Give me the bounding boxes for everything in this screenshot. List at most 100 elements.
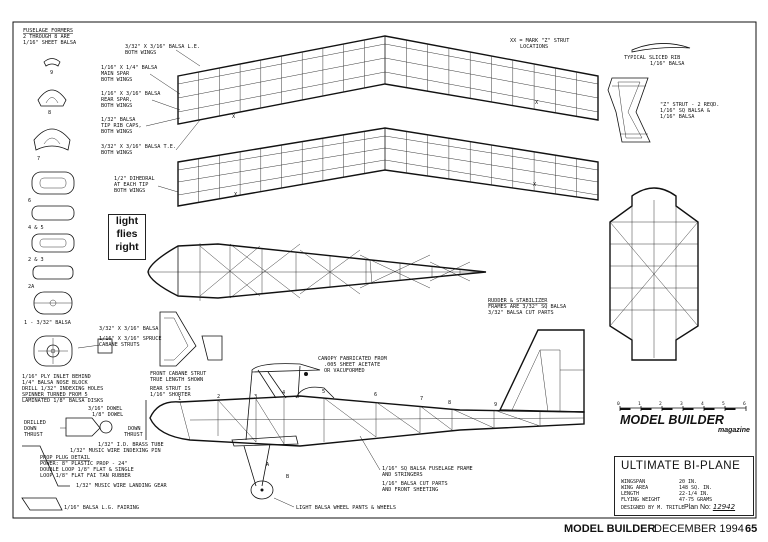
side-fuselage-diagonal xyxy=(255,398,285,445)
scale-ticks xyxy=(619,406,747,411)
former-9-shape xyxy=(43,58,61,67)
side-upper-wing xyxy=(251,363,321,373)
light-flies-right-stamp: light flies right xyxy=(108,214,146,260)
label-formers-material: 1/16" SHEET BALSA xyxy=(23,40,77,46)
side-fuselage-longeron xyxy=(189,417,585,421)
title-block: ULTIMATE BI-PLANE WINGSPAN 20 IN. WING A… xyxy=(614,456,754,516)
label-strut-locations-2: LOCATIONS xyxy=(520,44,548,50)
label-sliced-rib-2: 1/16" BALSA xyxy=(650,61,685,67)
sliced-rib-shape xyxy=(631,43,691,53)
label-spinner-2: LAMINATED 1/8" BALSA DISKS xyxy=(22,398,103,404)
former-2a-number: 2A xyxy=(28,284,35,290)
leader-le xyxy=(175,49,201,67)
label-dihedral: 1/2" DIHEDRAL xyxy=(114,176,155,182)
plan-number-label: Plan No: xyxy=(684,504,711,511)
label-le: 3/32" X 3/16" BALSA L.E. xyxy=(125,44,200,50)
wheel-label-a: A xyxy=(266,462,270,468)
label-dowel-1: 3/16" DOWEL xyxy=(88,406,122,412)
label-z-strut-3: 1/16" BALSA xyxy=(660,114,695,120)
label-cut-parts-2: AND FRONT SHEETING xyxy=(382,487,438,493)
station-4: 4 xyxy=(282,390,285,396)
designer-credit: DESIGNED BY M. TRITLE xyxy=(621,505,685,511)
scale-block xyxy=(641,408,652,410)
side-landing-gear xyxy=(243,443,271,487)
footer-magazine: MODEL BUILDER xyxy=(564,523,656,535)
nose-block-side xyxy=(97,338,113,354)
landing-gear-wire xyxy=(22,445,70,487)
spec-value-flying-weight: 47-75 GRAMS xyxy=(679,497,713,503)
bottom-wing: X X xyxy=(177,127,599,207)
leader-nose xyxy=(77,344,101,349)
label-drilled: DRILLED xyxy=(24,420,46,426)
fuselage-top-cockpit xyxy=(369,259,373,285)
label-fuselage-frame-2: AND STRINGERS xyxy=(382,472,423,478)
scale-label-3: 3 xyxy=(680,401,683,407)
top-wing-rear-spar xyxy=(177,71,599,113)
former-2a-shape xyxy=(32,265,74,280)
fuselage-top-frames xyxy=(199,243,471,301)
former-8-number: 8 xyxy=(48,110,51,116)
former-6-number: 6 xyxy=(28,198,31,204)
label-prop-detail: PROP PLUG DETAIL xyxy=(40,455,90,461)
label-te: 3/32" X 3/16" BALSA T.E. xyxy=(101,144,176,150)
former-7-number: 7 xyxy=(37,156,40,162)
station-5: 5 xyxy=(322,389,325,395)
sliced-rib-and-strut: TYPICAL SLICED RIB 1/16" BALSA "Z" STRUT… xyxy=(607,43,719,143)
stamp-line-2: flies xyxy=(116,228,138,240)
cabane-rear xyxy=(201,335,223,361)
leader-rear-spar xyxy=(151,99,181,111)
top-wing-x-mark: X xyxy=(232,114,236,120)
scale-bar: 0 1 2 3 4 5 6 xyxy=(617,401,747,411)
station-6: 6 xyxy=(374,392,377,398)
label-main-spar-3: BOTH WINGS xyxy=(101,77,132,83)
label-canopy-3: OR VACUFORMED xyxy=(324,368,365,374)
cabane-front-inner xyxy=(164,317,189,361)
bottom-wing-x-mark-2: X xyxy=(533,182,537,188)
biplane-side-view: 1 2 3 4 5 6 7 8 9 A B xyxy=(145,329,585,500)
scale-label-1: 1 xyxy=(638,401,641,407)
model-builder-logo-sub: magazine xyxy=(718,427,750,434)
plan-title: ULTIMATE BI-PLANE xyxy=(621,460,741,472)
scale-block xyxy=(704,408,715,410)
scale-block xyxy=(725,408,736,410)
station-2: 2 xyxy=(217,394,220,400)
prop-plug-shape xyxy=(65,417,101,437)
label-dihedral-3: BOTH WINGS xyxy=(114,188,145,194)
bottom-wing-x-mark: X xyxy=(234,192,238,198)
station-3: 3 xyxy=(254,394,257,400)
nose-block-shape xyxy=(33,335,73,367)
former-8-cutout xyxy=(45,97,59,104)
scale-label-2: 2 xyxy=(659,401,662,407)
stabilizer-grid xyxy=(609,200,699,358)
scale-label-0: 0 xyxy=(617,401,620,407)
bottom-wing-outline xyxy=(177,127,599,207)
side-pilot-head xyxy=(304,372,308,376)
label-canopy-2: .005 SHEET ACETATE xyxy=(324,362,380,368)
wing-labels: 3/32" X 3/16" BALSA L.E. BOTH WINGS 1/16… xyxy=(101,38,569,194)
label-drilled-down: DOWN xyxy=(24,426,37,432)
leader-tip xyxy=(145,117,181,127)
fuselage-top-outline xyxy=(147,243,487,299)
label-formers-range: 2 THROUGH 8 ARE xyxy=(23,34,70,40)
label-inlet: 1/16" PLY INLET BEHIND xyxy=(22,374,91,380)
top-wing: X X xyxy=(177,35,599,125)
label-down: DOWN xyxy=(128,426,141,432)
fuselage-top-diagonal xyxy=(429,261,471,282)
side-rudder-outline xyxy=(498,329,585,413)
scale-block xyxy=(683,408,694,410)
side-fuselage-frames xyxy=(189,397,585,445)
leader-te xyxy=(175,119,201,151)
prop-plug-detail: SPINNER TURNED FROM 5 LAMINATED 1/8" BAL… xyxy=(21,392,473,511)
side-fuselage-diagonal xyxy=(375,401,421,434)
label-inlet-3: DRILL 1/32" INDEXING HOLES xyxy=(22,386,103,392)
side-firewall xyxy=(179,401,191,441)
label-main-spar: 1/16" X 1/4" BALSA xyxy=(101,65,158,71)
page-footer: MODEL BUILDER DECEMBER 1994 65 xyxy=(0,523,768,542)
side-canopy xyxy=(295,386,335,399)
side-wheel xyxy=(250,480,274,500)
label-dihedral-2: AT EACH TIP xyxy=(114,182,148,188)
label-power-2: DOUBLE LOOP 1/8" FLAT & SINGLE xyxy=(40,467,134,473)
station-7: 7 xyxy=(420,396,423,402)
station-1: 1 xyxy=(178,396,181,402)
